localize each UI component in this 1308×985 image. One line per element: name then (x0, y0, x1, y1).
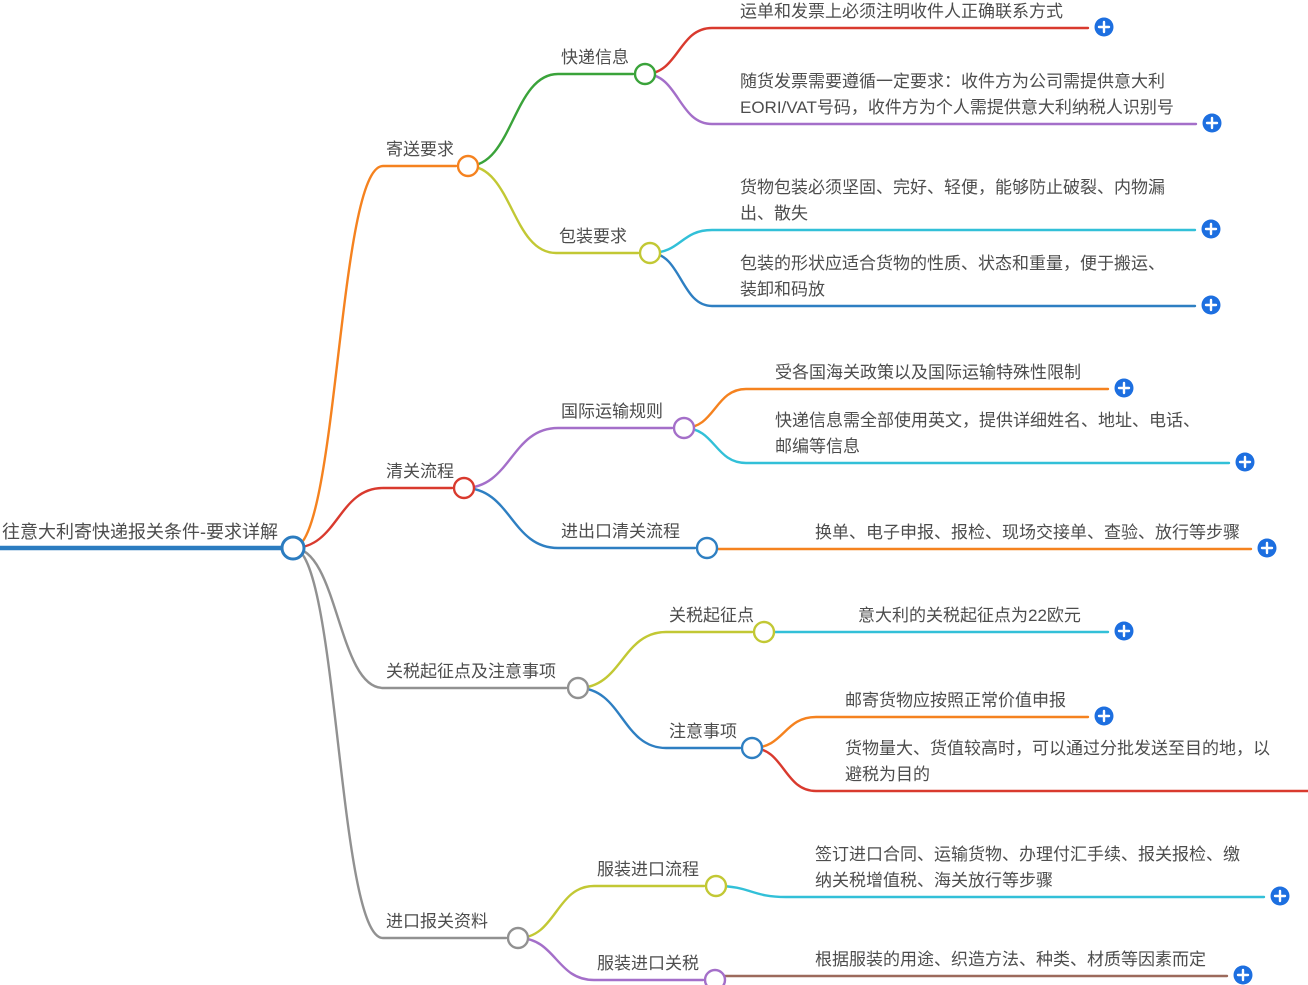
connector-line (516, 936, 705, 982)
leaf-label[interactable]: 意大利的关税起征点为22欧元 (858, 606, 1081, 625)
node-collapse-circle[interactable] (506, 926, 530, 950)
node-collapse-circle[interactable] (703, 968, 727, 985)
connector-line (462, 426, 674, 490)
node-collapse-circle[interactable] (672, 416, 696, 440)
node-collapse-circle[interactable] (456, 154, 480, 178)
node-collapse-circle[interactable] (566, 676, 590, 700)
leaf-label[interactable]: 运单和发票上必须注明收件人正确联系方式 (740, 2, 1063, 21)
leaf-label[interactable]: 邮寄货物应按照正常价值申报 (845, 691, 1066, 710)
add-node-plus-icon[interactable] (1114, 621, 1134, 641)
node-collapse-circle[interactable] (740, 736, 764, 760)
root-label[interactable]: 往意大利寄快递报关条件-要求详解 (2, 522, 278, 542)
connector-line (291, 546, 508, 940)
node-collapse-circle[interactable] (633, 62, 657, 86)
node-collapse-circle[interactable] (695, 536, 719, 560)
connector-line (291, 164, 458, 550)
branch-label[interactable]: 清关流程 (386, 462, 454, 481)
add-node-plus-icon[interactable] (1233, 965, 1253, 985)
branch-label[interactable]: 寄送要求 (386, 140, 454, 159)
node-collapse-circle[interactable] (752, 620, 776, 644)
add-node-plus-icon[interactable] (1201, 219, 1221, 239)
branch-label[interactable]: 进口报关资料 (386, 912, 488, 931)
node-collapse-circle[interactable] (280, 535, 306, 561)
connector-line (713, 974, 1229, 982)
node-collapse-circle[interactable] (638, 241, 662, 265)
sub-branch-label[interactable]: 关税起征点 (669, 606, 754, 625)
connector-line (576, 630, 754, 690)
sub-branch-label[interactable]: 进出口清关流程 (561, 522, 680, 541)
leaf-label[interactable]: 包装的形状应适合货物的性质、状态和重量，便于搬运、装卸和码放 (740, 254, 1165, 299)
leaf-label[interactable]: 快递信息需全部使用英文，提供详细姓名、地址、电话、邮编等信息 (775, 411, 1200, 456)
leaf-label[interactable]: 货物量大、货值较高时，可以通过分批发送至目的地，以避税为目的 (845, 739, 1270, 784)
connector-line (462, 486, 697, 550)
leaf-label[interactable]: 随货发票需要遵循一定要求：收件方为公司需提供意大利EORI/VAT号码，收件方为… (740, 72, 1174, 117)
add-node-plus-icon[interactable] (1257, 538, 1277, 558)
node-collapse-circle[interactable] (704, 874, 728, 898)
sub-branch-label[interactable]: 服装进口流程 (597, 860, 699, 879)
add-node-plus-icon[interactable] (1202, 113, 1222, 133)
sub-branch-label[interactable]: 快递信息 (561, 48, 629, 67)
sub-branch-label[interactable]: 国际运输规则 (561, 402, 663, 421)
connector-line (648, 228, 1197, 255)
node-collapse-circle[interactable] (452, 476, 476, 500)
add-node-plus-icon[interactable] (1094, 706, 1114, 726)
add-node-plus-icon[interactable] (1201, 295, 1221, 315)
leaf-label[interactable]: 换单、电子申报、报检、现场交接单、查验、放行等步骤 (815, 523, 1240, 542)
connector-line (466, 164, 640, 255)
connector-line (516, 884, 706, 940)
sub-branch-label[interactable]: 服装进口关税 (597, 954, 699, 973)
connector-line (466, 72, 635, 168)
connector-line (705, 546, 1253, 551)
connector-line (643, 26, 1090, 76)
add-node-plus-icon[interactable] (1235, 452, 1255, 472)
leaf-label[interactable]: 受各国海关政策以及国际运输特殊性限制 (775, 363, 1081, 382)
add-node-plus-icon[interactable] (1094, 17, 1114, 37)
leaf-label[interactable]: 根据服装的用途、织造方法、种类、材质等因素而定 (815, 950, 1206, 969)
connector-line (291, 486, 454, 550)
leaf-label[interactable]: 货物包装必须坚固、完好、轻便，能够防止破裂、内物漏出、散失 (740, 178, 1165, 223)
sub-branch-label[interactable]: 注意事项 (669, 722, 737, 741)
connector-line (576, 686, 742, 750)
sub-branch-label[interactable]: 包装要求 (559, 227, 627, 246)
branch-label[interactable]: 关税起征点及注意事项 (386, 662, 556, 681)
add-node-plus-icon[interactable] (1114, 378, 1134, 398)
add-node-plus-icon[interactable] (1270, 886, 1290, 906)
leaf-label[interactable]: 签订进口合同、运输货物、办理付汇手续、报关报检、缴纳关税增值税、海关放行等步骤 (815, 845, 1240, 890)
connector-line (291, 546, 568, 690)
